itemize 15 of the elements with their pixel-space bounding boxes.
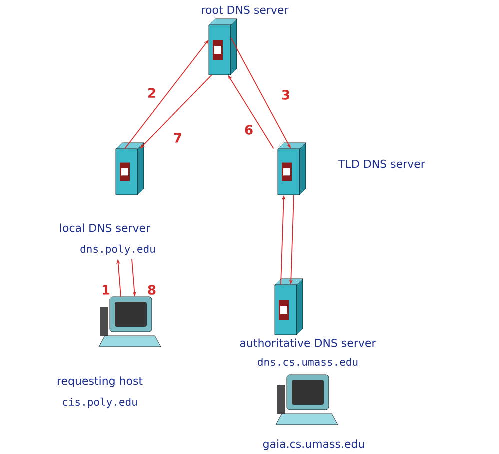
- server-label: dns.cs.umass.edu: [256, 356, 360, 368]
- server-label: requesting host: [56, 376, 144, 388]
- step-number: 7: [174, 133, 182, 143]
- step-number: 3: [282, 90, 290, 100]
- step-number: 6: [245, 125, 253, 135]
- server-label: cis.poly.edu: [61, 396, 139, 410]
- server-label: dns.poly.edu: [79, 244, 157, 256]
- step-number: 2: [148, 88, 156, 98]
- step-number: 1: [102, 285, 110, 295]
- server-label: root DNS server: [200, 4, 290, 16]
- step-number: 8: [148, 285, 156, 295]
- server-label: gaia.cs.umass.edu: [262, 438, 366, 452]
- server-label: authoritative DNS server: [238, 338, 378, 348]
- server-label: TLD DNS server: [338, 158, 426, 170]
- server-label: local DNS server: [58, 222, 152, 234]
